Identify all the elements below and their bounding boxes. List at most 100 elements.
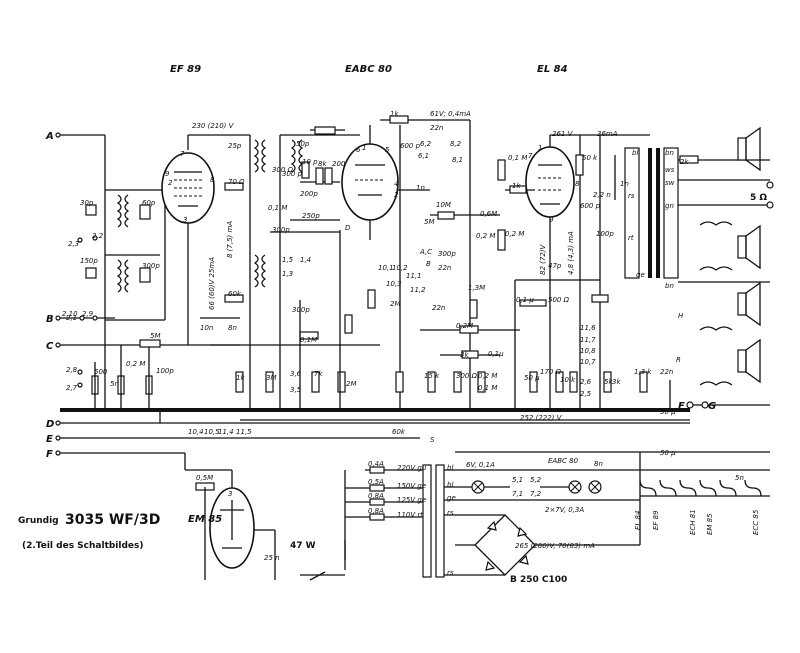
label-tap-4: rs xyxy=(447,569,454,577)
input-terminal-a xyxy=(55,132,61,138)
label-heater-1: EF 89 xyxy=(652,510,660,530)
label-pilot-2: 7,1 xyxy=(512,490,523,498)
component-value-label: 5k xyxy=(604,378,613,386)
component-value-label: 300p xyxy=(292,306,310,314)
component-value-label: 25 n xyxy=(264,554,280,562)
component-value-label: 22n xyxy=(430,124,443,132)
component-value-label: 8,2 xyxy=(450,140,462,148)
title-model: 3035 WF/3D xyxy=(65,512,160,528)
input-terminal-b xyxy=(55,315,61,321)
input-terminal-e xyxy=(55,435,61,441)
tube-pin-label: 3 xyxy=(228,490,232,498)
label-heater-3: EM 85 xyxy=(706,513,714,535)
component-value-label: 5M xyxy=(150,332,161,340)
component-value-label: 1,4 xyxy=(300,256,311,264)
label-wire-0: bn xyxy=(665,149,674,157)
component-value-label: 60k xyxy=(392,428,406,436)
label-wire-1: bl xyxy=(632,149,638,157)
component-value-label: 1n xyxy=(620,180,629,188)
switch-contacts-left xyxy=(77,235,98,388)
label-voltage-2: 61V; 0,4mA xyxy=(430,110,471,118)
component-value-label: 2,5 xyxy=(580,390,592,398)
input-terminal-f xyxy=(55,450,61,456)
component-value-label: 600 p xyxy=(400,142,421,150)
component-value-label: 1k xyxy=(390,110,399,118)
component-value-label: 3M xyxy=(266,374,277,382)
component-value-label: 10M xyxy=(436,201,451,209)
label-winding-1-voltage: 150V ge xyxy=(397,482,426,490)
label-heater-0: EL 84 xyxy=(634,511,642,530)
component-value-label: 100p xyxy=(156,367,174,375)
tube-pin-label: 7 xyxy=(528,152,533,160)
component-value-label: 3k xyxy=(612,378,621,386)
label-input-b: B xyxy=(46,314,54,325)
component-value-label: 0,1M xyxy=(300,336,317,344)
output-labels: F G 5 Ω xyxy=(678,193,767,412)
label-input-c: C xyxy=(46,341,54,352)
label-winding-0-current: 0,4A xyxy=(368,460,384,468)
component-value-label: 10,5 xyxy=(204,428,220,436)
component-value-label: 300p xyxy=(142,262,160,270)
component-value-label: 10,3 xyxy=(386,280,402,288)
component-value-label: 2,9 xyxy=(82,310,94,318)
label-winding-3-current: 0,8A xyxy=(368,507,384,515)
component-value-label: 15 k xyxy=(424,372,440,380)
component-value-label: 2k xyxy=(680,158,689,166)
label-voltage-11: 6V, 0,1A xyxy=(466,461,495,469)
label-tube-eabc80: EABC 80 xyxy=(345,64,392,75)
component-value-label: 2,1 xyxy=(66,314,77,322)
component-value-label: 8n xyxy=(228,324,237,332)
label-wire-2: ws xyxy=(665,166,675,174)
label-tube-ef89: EF 89 xyxy=(170,64,201,75)
component-value-label: 10,4 xyxy=(188,428,204,436)
tube-pin-label: 6 xyxy=(356,146,361,154)
component-value-label: 1,3 xyxy=(282,270,293,278)
tube-pin-label: 1 xyxy=(538,144,542,152)
label-wire-7: ge xyxy=(636,271,645,279)
label-wire-4: gn xyxy=(665,202,674,210)
component-value-label: 1k xyxy=(236,374,245,382)
component-value-label: 11,4 xyxy=(218,428,234,436)
label-input-f: F xyxy=(46,449,53,460)
component-value-label: 300p xyxy=(272,226,290,234)
component-value-label: 5n xyxy=(110,380,119,388)
label-output-ohm: 5 Ω xyxy=(750,193,767,203)
transformer-labels: 0,4A 220V gu 0,5A 150V ge 0,8A 125V ge 0… xyxy=(368,457,603,585)
component-value-label: 10n xyxy=(200,324,213,332)
component-value-label: 0,1 M xyxy=(268,204,287,212)
label-power-rating: 47 W xyxy=(290,541,316,551)
tube-pin-label: 9 xyxy=(165,170,170,178)
label-heater-2: ECH 81 xyxy=(689,509,697,535)
label-output-g: G xyxy=(708,401,716,412)
label-input-e: E xyxy=(46,434,53,445)
wire-color-labels: bn bl ws sw gn rs rt ge bn xyxy=(628,149,675,290)
label-voltage-6: 8 (7,5) mA xyxy=(226,221,234,258)
component-value-label: 500 xyxy=(94,368,108,376)
component-value-label: 2,2 n xyxy=(593,191,611,199)
component-value-label: 60p xyxy=(142,199,156,207)
component-value-label: 2,8 xyxy=(66,366,78,374)
tube-ef89 xyxy=(161,134,250,345)
component-value-label: 50p xyxy=(296,140,310,148)
component-value-label: 10,2 xyxy=(392,264,408,272)
rectifier-bridge xyxy=(444,452,641,576)
label-input-d: D xyxy=(46,419,54,430)
component-value-label: 11,1 xyxy=(406,272,422,280)
component-value-label: 300 Ω xyxy=(456,372,478,380)
label-voltage-8: 4,8 (4,3) mA xyxy=(567,231,575,275)
label-aux-cap: 5n xyxy=(735,474,744,482)
component-value-label: 60k xyxy=(228,290,242,298)
component-value-label: 3,6 xyxy=(290,370,302,378)
voltage-labels: 230 (210) V 61V; 0,4mA 261 V 36mA 66 (60… xyxy=(192,110,618,551)
component-value-label: 170 Ω xyxy=(540,368,562,376)
label-misc-s: S xyxy=(430,436,435,444)
component-value-label: 100p xyxy=(596,230,614,238)
component-value-label: 2,7 xyxy=(66,384,78,392)
label-tube-el84: EL 84 xyxy=(537,64,568,75)
component-value-label: 11,7 xyxy=(580,336,596,344)
if-filter-coils xyxy=(85,189,180,321)
component-value-label: 0,2M xyxy=(456,322,473,330)
